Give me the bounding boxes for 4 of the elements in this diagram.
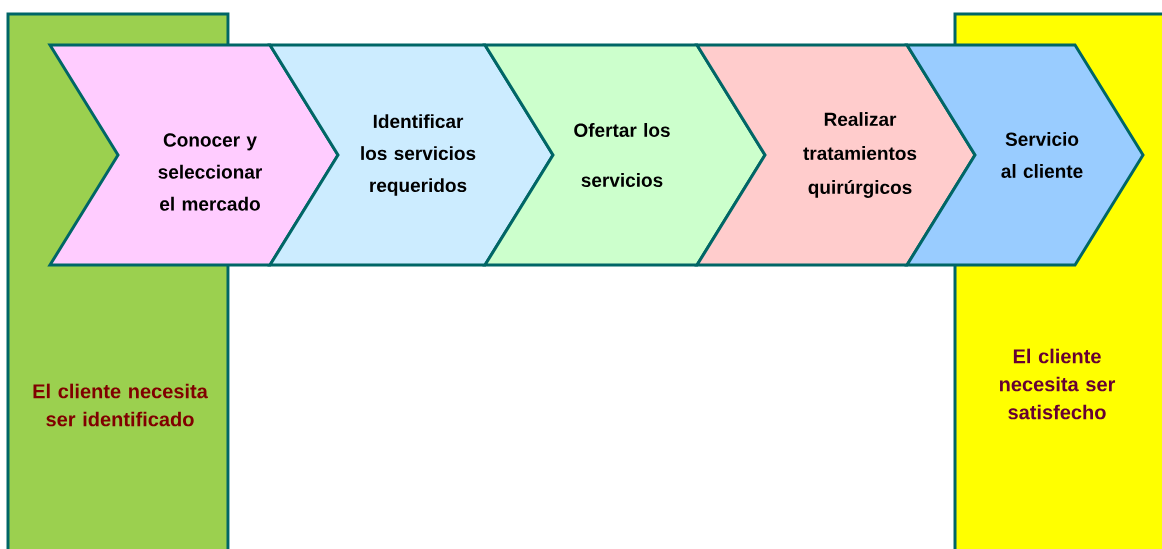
chevron-step: Ofertar los servicios: [482, 43, 767, 267]
chevron-step: Identificar los servicios requeridos: [267, 43, 555, 267]
chevron-step: Realizar tratamientos quirúrgicos: [694, 43, 977, 267]
chevron-step: Conocer y seleccionar el mercado: [47, 43, 340, 267]
